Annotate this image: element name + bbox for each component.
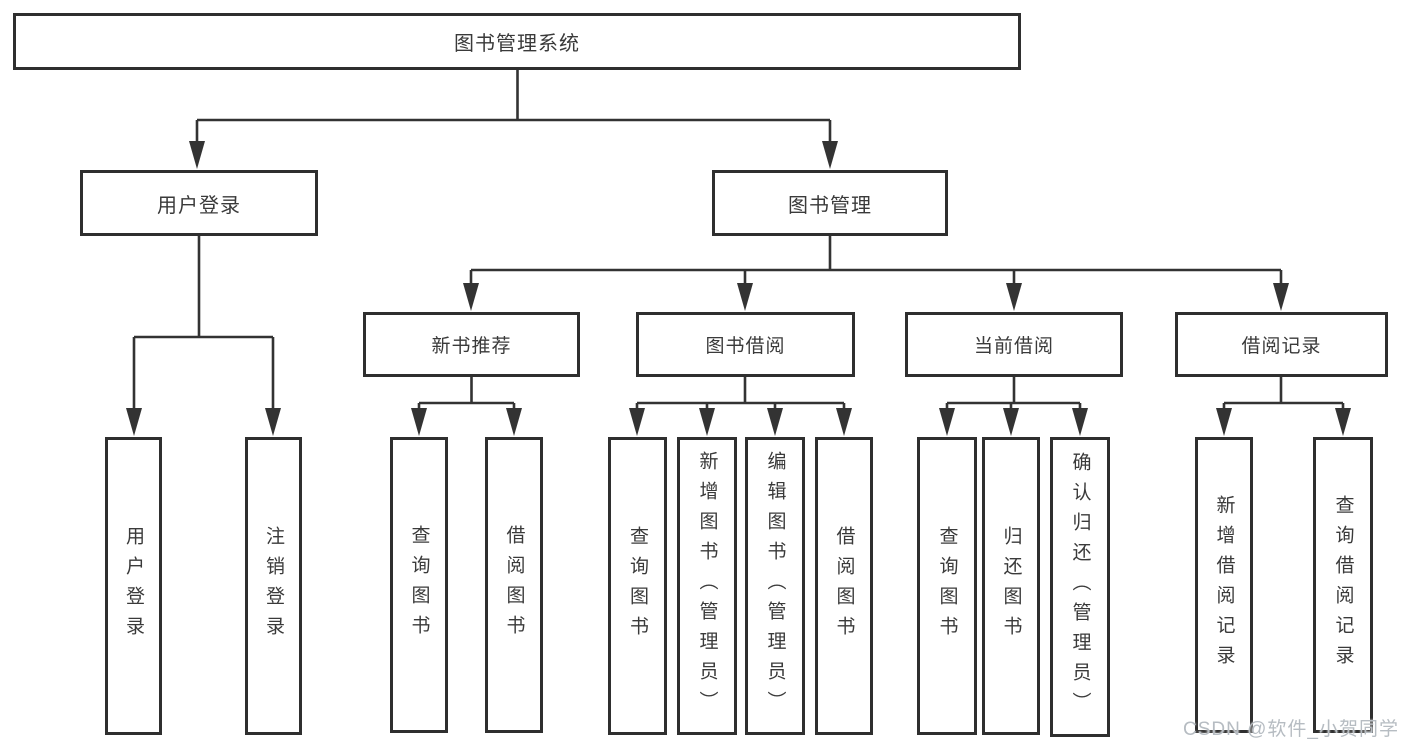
node-label: 用户登录 [157, 194, 241, 217]
node-user-login: 用户登录 [80, 170, 318, 236]
node-label: 新增图书（管理员） [696, 451, 718, 721]
node-label: 用户登录 [123, 526, 144, 646]
node-leaf-borrow-books-1: 借阅图书 [485, 437, 543, 733]
node-label: 确认归还（管理员） [1069, 452, 1091, 722]
node-label: 查询图书 [936, 526, 958, 646]
node-library-management-system: 图书管理系统 [13, 13, 1021, 70]
node-label: 归还图书 [1000, 526, 1022, 646]
node-leaf-user-login: 用户登录 [105, 437, 162, 735]
node-label: 新书推荐 [431, 336, 512, 357]
node-label: 图书管理系统 [454, 33, 580, 55]
node-book-management: 图书管理 [712, 170, 948, 236]
node-leaf-query-books-1: 查询图书 [390, 437, 448, 733]
node-leaf-query-borrow-record: 查询借阅记录 [1313, 437, 1373, 733]
node-label: 当前借阅 [973, 336, 1054, 357]
node-label: 查询借阅记录 [1332, 495, 1354, 675]
node-label: 图书管理 [788, 194, 872, 217]
node-label: 注销登录 [263, 526, 284, 646]
node-borrow-records: 借阅记录 [1175, 312, 1388, 377]
node-current-borrow: 当前借阅 [905, 312, 1123, 377]
node-label: 借阅记录 [1241, 336, 1322, 357]
node-leaf-query-books-2: 查询图书 [608, 437, 667, 735]
node-label: 借阅图书 [503, 525, 525, 645]
node-leaf-return-books: 归还图书 [982, 437, 1040, 735]
node-label: 借阅图书 [833, 526, 855, 646]
node-label: 查询图书 [408, 525, 430, 645]
node-leaf-add-books-admin: 新增图书（管理员） [677, 437, 737, 735]
node-leaf-edit-books-admin: 编辑图书（管理员） [745, 437, 805, 735]
node-label: 新增借阅记录 [1213, 495, 1235, 675]
node-new-book-recommend: 新书推荐 [363, 312, 580, 377]
node-label: 图书借阅 [705, 336, 786, 357]
node-leaf-query-books-3: 查询图书 [917, 437, 977, 735]
node-leaf-add-borrow-record: 新增借阅记录 [1195, 437, 1253, 733]
node-leaf-confirm-return-admin: 确认归还（管理员） [1050, 437, 1110, 737]
node-label: 编辑图书（管理员） [764, 451, 786, 721]
node-leaf-logout: 注销登录 [245, 437, 302, 735]
node-label: 查询图书 [627, 526, 648, 646]
watermark: CSDN @软件_小贺同学 [1183, 719, 1399, 740]
node-leaf-borrow-books-2: 借阅图书 [815, 437, 873, 735]
node-book-borrow: 图书借阅 [636, 312, 855, 377]
